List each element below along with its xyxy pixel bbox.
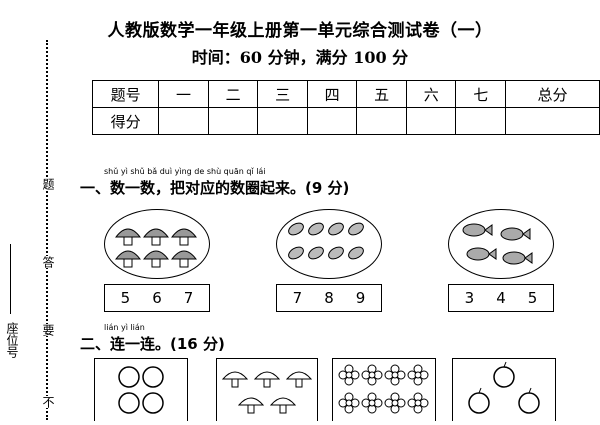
table-header-cell: 三 [257,80,308,108]
flower-icon [338,364,360,386]
number-option[interactable]: 4 [496,289,506,307]
mushroom-icon [114,250,142,268]
leaf-group [288,222,364,260]
mushroom-icon [237,397,265,414]
page-title: 人教版数学一年级上册第一单元综合测试卷（一） [107,21,493,41]
score-cell[interactable] [455,107,507,135]
apple-icon [468,387,490,414]
mushroom-icon [221,371,249,388]
score-cell[interactable] [356,107,407,135]
score-table-score-row: 得分 [91,107,600,135]
binding-char: 答 [40,256,57,268]
number-option[interactable]: 7 [292,289,303,307]
fish-icon [500,227,531,241]
picture-card-flowers[interactable] [332,358,436,421]
seat-number-blank [10,244,11,314]
picture-oval-fish [448,209,554,279]
mushroom-icon [285,371,313,388]
score-cell[interactable] [207,107,259,135]
leaf-icon [348,246,364,260]
leaf-icon [308,222,324,236]
leaf-icon [348,222,364,236]
number-option[interactable]: 7 [183,289,194,307]
number-choice-box: 5 6 7 [104,284,210,312]
number-option[interactable]: 3 [464,289,475,307]
seat-number-label: 座位号 [5,322,19,358]
binding-char: 不 [40,396,57,408]
section2-title: 二、连一连。(16 分) [80,335,225,353]
orange-icon [118,366,140,388]
flower-icon [407,364,429,386]
table-header-cell: 五 [356,80,407,108]
flower-icon [407,392,429,414]
score-cell[interactable] [306,107,358,135]
orange-icon [142,366,164,388]
binding-dotted-line [46,40,48,420]
leaf-icon [328,222,344,236]
flower-icon [384,364,406,386]
table-header-cell: 二 [207,80,259,108]
table-header-cell: 六 [405,80,457,108]
score-row-label: 得分 [91,107,160,135]
number-choice-box: 3 4 5 [448,284,554,312]
fish-icon [502,251,533,265]
score-cell[interactable] [158,107,209,135]
score-cell[interactable] [257,107,308,135]
apple-icon [493,361,515,388]
flower-group [338,364,429,414]
leaf-icon [308,246,324,260]
flower-icon [361,364,383,386]
mushroom-group [114,228,198,268]
table-header-cell: 总分 [505,80,600,108]
mushroom-icon [142,250,170,268]
picture-card-apples[interactable] [452,358,556,421]
leaf-icon [288,246,304,260]
picture-oval-mushrooms [104,209,210,279]
fish-group [462,223,533,265]
orange-group [118,366,164,414]
section1-title: 一、数一数，把对应的数圈起来。(9 分) [80,179,350,197]
mushroom-icon [269,397,297,414]
fish-icon [466,247,497,261]
number-option[interactable]: 8 [324,289,334,307]
score-cell[interactable] [405,107,457,135]
mushroom-card-group [221,371,313,414]
orange-icon [142,392,164,414]
table-header-cell: 题号 [91,80,160,108]
number-option[interactable]: 5 [120,289,131,307]
score-table-header-row: 题号 一 二 三 四 五 六 七 总分 [91,80,600,108]
mushroom-icon [170,228,198,246]
leaf-icon [288,222,304,236]
number-option[interactable]: 6 [152,289,162,307]
fish-icon [462,223,493,237]
mushroom-icon [253,371,281,388]
flower-icon [384,392,406,414]
picture-card-mushrooms[interactable] [216,358,318,421]
page-subtitle: 时间：60 分钟，满分 100 分 [191,48,409,67]
section2-pinyin: lián yì lián [104,323,145,332]
picture-card-oranges[interactable] [94,358,188,421]
table-header-cell: 七 [455,80,507,108]
number-option[interactable]: 5 [527,289,538,307]
section1-pinyin: shǔ yì shǔ bǎ duì yìng de shù quān qǐ lá… [104,167,266,176]
binding-char: 要 [40,324,57,336]
table-header-cell: 一 [158,80,209,108]
apple-group [468,361,540,414]
picture-oval-leaves [276,209,382,279]
flower-icon [361,392,383,414]
score-cell[interactable] [505,107,600,135]
flower-icon [338,392,360,414]
number-choice-box: 7 8 9 [276,284,382,312]
mushroom-icon [142,228,170,246]
score-table: 题号 一 二 三 四 五 六 七 总分 得分 [91,80,600,135]
orange-icon [118,392,140,414]
table-header-cell: 四 [306,80,358,108]
number-option[interactable]: 9 [355,289,366,307]
mushroom-icon [170,250,198,268]
apple-icon [518,387,540,414]
leaf-icon [328,246,344,260]
mushroom-icon [114,228,142,246]
binding-char: 题 [40,178,57,190]
